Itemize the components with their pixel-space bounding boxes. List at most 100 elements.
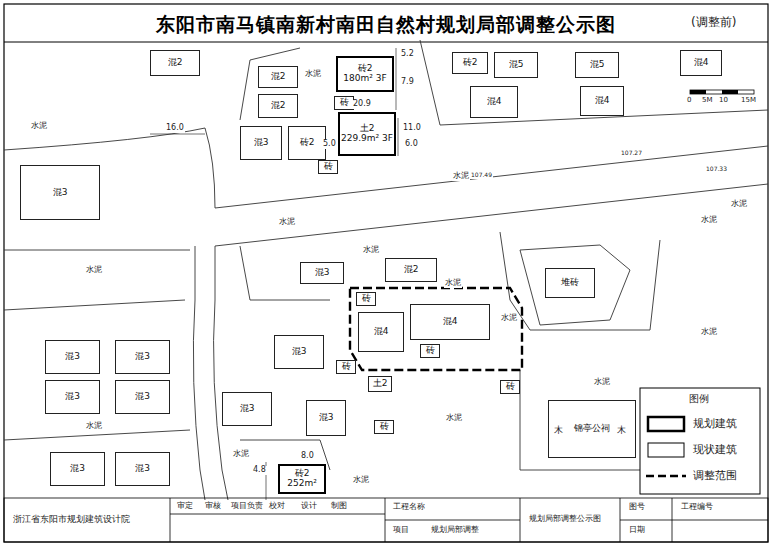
map-label: 水泥 bbox=[362, 246, 380, 255]
map-label: 5.0 bbox=[322, 140, 337, 149]
existing-building: 混3 bbox=[115, 380, 170, 414]
map-label: 项目 bbox=[392, 526, 410, 535]
title-rule bbox=[4, 42, 768, 43]
building-label: 砖2 bbox=[295, 469, 310, 479]
building-label: 混3 bbox=[292, 347, 307, 357]
existing-building: 砖 bbox=[420, 344, 440, 358]
legend-box bbox=[640, 388, 760, 494]
existing-building: 混4 bbox=[580, 86, 624, 116]
legend-text: 调整范围 bbox=[692, 470, 738, 482]
legend-sample-existing bbox=[648, 443, 684, 457]
building-label: 砖2 bbox=[300, 138, 315, 148]
map-label: 20.9 bbox=[352, 100, 372, 109]
building-label: 砖2 bbox=[358, 64, 373, 74]
building-label: 混3 bbox=[135, 352, 150, 362]
existing-building: 砖 bbox=[336, 360, 356, 374]
title-block bbox=[4, 498, 768, 542]
building-label: 混2 bbox=[404, 265, 419, 275]
existing-building: 混3 bbox=[240, 126, 282, 160]
building-label: 锦亭公祠 bbox=[574, 424, 610, 434]
building-label: 混4 bbox=[694, 58, 709, 68]
existing-building: 砖2 bbox=[452, 52, 488, 74]
building-label: 砖2 bbox=[463, 58, 478, 68]
existing-building: 混4 bbox=[680, 50, 722, 76]
existing-building: 混3 bbox=[115, 340, 170, 374]
legend-sample-range bbox=[646, 475, 686, 478]
building-label: 混3 bbox=[65, 392, 80, 402]
map-label: 校对 bbox=[268, 502, 286, 511]
existing-building: 混4 bbox=[410, 304, 490, 340]
building-label: 混4 bbox=[487, 97, 502, 107]
building-label: 混3 bbox=[135, 392, 150, 402]
map-label: 水泥 bbox=[85, 266, 103, 275]
building-label: 混3 bbox=[254, 138, 269, 148]
building-label: 混4 bbox=[595, 96, 610, 106]
map-label: 10 bbox=[718, 97, 729, 105]
map-label: 8.0 bbox=[300, 452, 315, 461]
map-title: 东阳市南马镇南新村南田自然村规划局部调整公示图 bbox=[0, 12, 772, 38]
building-label: 混5 bbox=[590, 60, 605, 70]
existing-building: 混3 bbox=[274, 335, 324, 369]
map-label: 水泥 bbox=[85, 422, 103, 431]
building-label: 混2 bbox=[271, 72, 286, 82]
existing-building: 砖 bbox=[334, 96, 354, 110]
map-label: 水泥 bbox=[30, 122, 48, 131]
map-label: 木 bbox=[553, 426, 564, 436]
map-label: 水泥 bbox=[352, 476, 370, 485]
existing-building: 混3 bbox=[45, 340, 100, 374]
building-label: 土2 bbox=[373, 379, 388, 389]
building-label: 混3 bbox=[65, 352, 80, 362]
map-label: 水泥 bbox=[232, 450, 250, 459]
map-label: 水泥 bbox=[700, 328, 718, 337]
legend-sample-planned bbox=[648, 417, 684, 431]
map-label: 6.0 bbox=[404, 140, 419, 149]
building-label: 混3 bbox=[53, 188, 68, 198]
planned-building: 土2229.9m² 3F bbox=[338, 112, 396, 156]
map-label: 制图 bbox=[330, 502, 348, 511]
map-label: 项目负责 bbox=[230, 502, 264, 511]
scale-bar bbox=[690, 90, 754, 94]
map-frame bbox=[4, 4, 768, 542]
road-edges bbox=[4, 40, 768, 500]
building-label: 砖 bbox=[340, 98, 349, 108]
building-label: 252m² bbox=[287, 479, 317, 489]
existing-building: 混2 bbox=[258, 94, 298, 118]
existing-building: 混2 bbox=[150, 50, 200, 76]
map-label: 7.9 bbox=[400, 78, 415, 87]
map-label: 审核 bbox=[204, 502, 222, 511]
map-label: 水泥 bbox=[593, 378, 611, 387]
map-label: 11.0 bbox=[402, 124, 422, 133]
map-label: (调整前) bbox=[690, 16, 737, 29]
existing-building: 混3 bbox=[45, 380, 100, 414]
building-label: 砖 bbox=[362, 294, 371, 304]
existing-building: 砖2 bbox=[288, 126, 326, 160]
map-label: 规划局部调整 bbox=[430, 526, 480, 535]
map-label: 水泥 bbox=[700, 216, 718, 225]
building-label: 混3 bbox=[135, 464, 150, 474]
map-label: 图号 bbox=[628, 503, 646, 512]
map-label: 审定 bbox=[176, 502, 194, 511]
existing-building: 混4 bbox=[358, 312, 404, 352]
building-label: 混3 bbox=[319, 413, 334, 423]
map-label: 规划局部调整公示图 bbox=[528, 515, 602, 524]
map-label: 107.27 bbox=[620, 150, 643, 157]
map-label: 设计 bbox=[300, 502, 318, 511]
existing-building: 土2 bbox=[368, 376, 392, 392]
existing-building: 混3 bbox=[222, 392, 272, 426]
existing-building: 混2 bbox=[385, 258, 437, 282]
map-label: 水泥 bbox=[444, 279, 462, 288]
map-label: 15M bbox=[740, 97, 757, 105]
building-label: 229.9m² 3F bbox=[341, 134, 393, 144]
planned-building: 砖2180m² 3F bbox=[336, 56, 394, 92]
existing-building: 混5 bbox=[494, 52, 538, 78]
building-label: 混3 bbox=[315, 268, 330, 278]
existing-building: 混3 bbox=[115, 452, 170, 486]
building-label: 混4 bbox=[443, 317, 458, 327]
building-label: 混2 bbox=[168, 58, 183, 68]
existing-building: 混3 bbox=[300, 262, 344, 284]
building-label: 砖 bbox=[426, 346, 435, 356]
building-label: 砖 bbox=[324, 162, 333, 172]
building-label: 砖 bbox=[380, 422, 389, 432]
existing-building: 混3 bbox=[20, 165, 100, 220]
map-label: 水泥 bbox=[730, 200, 748, 209]
